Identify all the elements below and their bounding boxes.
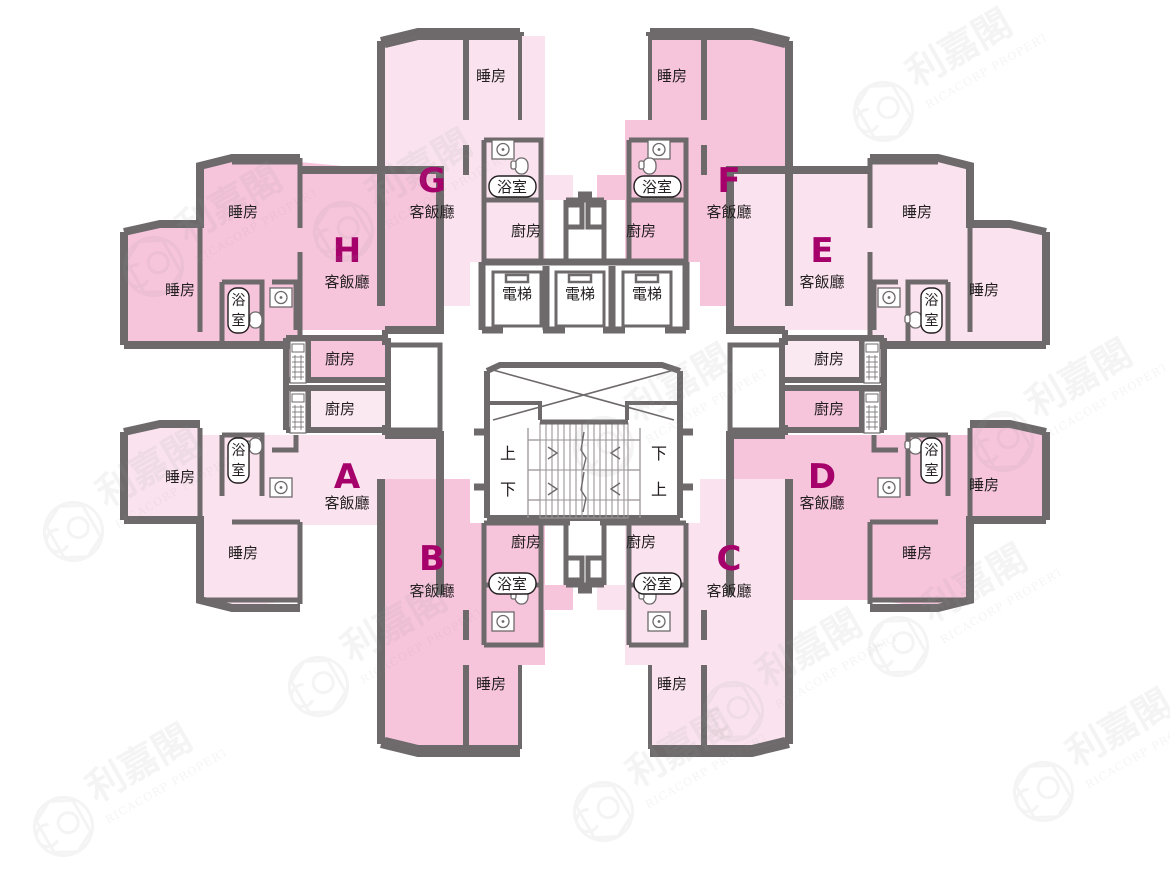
lift-label: 電梯 xyxy=(632,285,662,303)
unit-H-shape xyxy=(128,162,385,345)
wall-layer xyxy=(120,28,1050,757)
bedroom-label: 睡房 xyxy=(969,281,999,299)
stair-marker-up: 上 xyxy=(651,480,667,499)
wall-left-wing xyxy=(120,154,300,612)
stair-marker-down: 下 xyxy=(500,480,516,499)
wall-A-bath xyxy=(219,432,299,496)
wall-right-kitchens xyxy=(779,335,887,433)
floor-plan-drawing: A B C D E F G H 客飯廳 客飯廳 客飯廳 客飯廳 客飯廳 客飯廳 … xyxy=(120,28,1050,757)
bathroom-label: 浴 xyxy=(925,293,939,309)
lift-label: 電梯 xyxy=(502,285,532,303)
unit-A-living-label: 客飯廳 xyxy=(324,494,369,512)
bathroom-label: 室 xyxy=(232,462,246,479)
unit-E-shape xyxy=(785,162,1042,345)
unit-H-living-label: 客飯廳 xyxy=(324,273,369,291)
unit-letter-G: G xyxy=(418,161,446,201)
unit-letter-A: A xyxy=(334,457,361,497)
bedroom-label: 睡房 xyxy=(476,67,506,85)
stair-arrows xyxy=(547,431,621,513)
unit-letter-E: E xyxy=(810,231,833,271)
bathroom-labels-vertical: 浴 室 浴 室 浴 室 浴 室 xyxy=(227,287,943,484)
kitchen-label: 廚房 xyxy=(511,533,541,551)
wall-C-service xyxy=(600,520,689,648)
unit-B-shape xyxy=(385,479,573,749)
unit-letter-C: C xyxy=(717,539,742,579)
bathroom-label: 浴 xyxy=(232,293,246,309)
unit-G-living-label: 客飯廳 xyxy=(409,203,454,221)
living-dining-labels: 客飯廳 客飯廳 客飯廳 客飯廳 客飯廳 客飯廳 客飯廳 客飯廳 xyxy=(324,203,844,600)
unit-letter-H: H xyxy=(333,231,361,271)
unit-F-living-label: 客飯廳 xyxy=(706,203,751,221)
bathroom-label: 浴室 xyxy=(642,575,672,593)
wall-E-bath xyxy=(871,279,951,345)
unit-letter-D: D xyxy=(808,457,836,497)
bedroom-label: 睡房 xyxy=(165,468,195,486)
bathroom-label: 浴室 xyxy=(497,178,527,196)
unit-letter-B: B xyxy=(419,539,445,579)
stair-marker-down: 下 xyxy=(651,444,667,463)
wall-B-service xyxy=(481,520,570,648)
bathroom-label: 室 xyxy=(925,312,939,329)
bathroom-label: 室 xyxy=(232,312,246,329)
kitchen-label: 廚房 xyxy=(325,400,355,418)
bedroom-labels: 睡房 睡房 睡房 睡房 睡房 睡房 睡房 睡房 睡房 睡房 睡房 睡房 xyxy=(165,67,999,693)
service-room-fills xyxy=(288,338,882,430)
kitchen-label: 廚房 xyxy=(814,350,844,368)
unit-D-living-label: 客飯廳 xyxy=(799,494,844,512)
kitchen-label: 廚房 xyxy=(325,350,355,368)
kitchen-labels: 廚房 廚房 廚房 廚房 廚房 廚房 廚房 廚房 xyxy=(325,222,844,551)
bedroom-label: 睡房 xyxy=(165,281,195,299)
kitchen-label: 廚房 xyxy=(626,533,656,551)
unit-H-living xyxy=(385,170,440,330)
stair-direction-labels: 上 下 下 上 xyxy=(500,444,667,499)
wall-lift-core xyxy=(478,258,690,334)
unit-E-living xyxy=(730,170,785,330)
bedroom-label: 睡房 xyxy=(902,544,932,562)
unit-E-living-label: 客飯廳 xyxy=(799,273,844,291)
unit-fill-layer xyxy=(128,36,1042,749)
wall-bottom-wing xyxy=(377,479,793,757)
unit-C-shape xyxy=(597,479,785,749)
bathroom-label: 浴室 xyxy=(642,178,672,196)
unit-letter-F: F xyxy=(717,161,740,201)
kitchen-label: 廚房 xyxy=(814,400,844,418)
kitchen-label: 廚房 xyxy=(511,222,541,240)
wall-D-bath xyxy=(871,432,951,496)
kitchen-label: 廚房 xyxy=(626,222,656,240)
unit-B-living-label: 客飯廳 xyxy=(409,582,454,600)
bathroom-label: 浴 xyxy=(925,443,939,459)
bedroom-label: 睡房 xyxy=(657,67,687,85)
bedroom-label: 睡房 xyxy=(228,203,258,221)
bedroom-label: 睡房 xyxy=(657,675,687,693)
bedroom-label: 睡房 xyxy=(902,203,932,221)
unit-letters: A B C D E F G H xyxy=(333,161,836,579)
bathroom-label: 室 xyxy=(925,462,939,479)
bathroom-label: 浴 xyxy=(232,443,246,459)
bedroom-label: 睡房 xyxy=(476,675,506,693)
bathroom-labels-horizontal: 浴室 浴室 浴室 浴室 xyxy=(488,175,682,595)
label-layer: A B C D E F G H 客飯廳 客飯廳 客飯廳 客飯廳 客飯廳 客飯廳 … xyxy=(165,67,999,693)
stair-treads xyxy=(539,422,629,519)
bathroom-label: 浴室 xyxy=(497,575,527,593)
unit-C-living-label: 客飯廳 xyxy=(706,582,751,600)
bedroom-label: 睡房 xyxy=(228,544,258,562)
lift-label: 電梯 xyxy=(565,285,595,303)
lift-labels: 電梯 電梯 電梯 xyxy=(502,285,662,303)
floor-plan-canvas: A B C D E F G H 客飯廳 客飯廳 客飯廳 客飯廳 客飯廳 客飯廳 … xyxy=(120,28,1050,757)
stair-marker-up: 上 xyxy=(500,444,516,463)
bedroom-label: 睡房 xyxy=(969,476,999,494)
